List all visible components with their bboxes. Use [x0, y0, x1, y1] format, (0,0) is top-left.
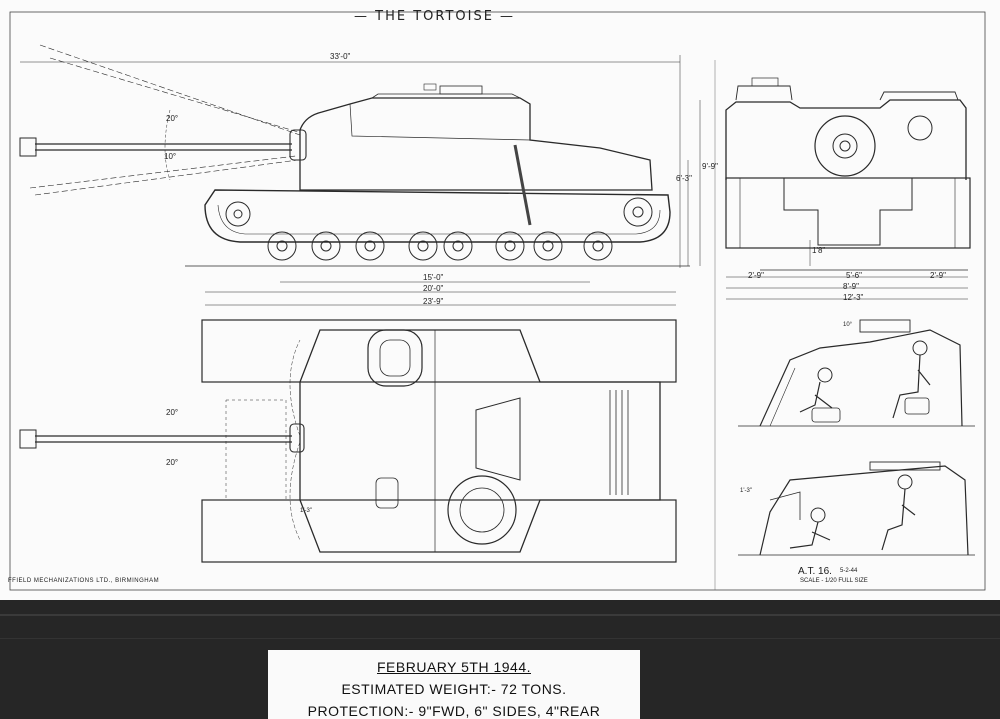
drawing-sheet: — THE TORTOISE — 33'-0" 20° 10° 6'-3" 9'… — [8, 9, 986, 591]
dim-label-overall-width: 12'-3" — [843, 293, 864, 302]
plan-cupola-left — [367, 329, 423, 387]
plan-cupola-right — [447, 475, 517, 545]
drawing-date: 5-2-44 — [840, 568, 858, 574]
technical-drawing — [9, 11, 986, 591]
drawing-scale: SCALE - 1/20 FULL SIZE — [800, 578, 868, 584]
track-run — [204, 189, 671, 243]
side-spring — [513, 144, 532, 226]
caption-card: FEBRUARY 5TH 1944. ESTIMATED WEIGHT:- 72… — [268, 650, 640, 719]
plan-muzzle-brake — [19, 429, 37, 449]
dim-label-track-width-left: 2'-9" — [748, 271, 764, 280]
dim-label-overall-length-gun: 33'-0" — [330, 52, 351, 61]
drawing-frame — [9, 11, 986, 591]
front-tracks — [725, 177, 971, 249]
dim-label-height-hull: 6'-3" — [676, 174, 692, 183]
front-hull — [725, 99, 967, 180]
crew-section-lower — [738, 461, 975, 556]
plan-hull — [299, 329, 661, 553]
plan-mantlet — [289, 423, 305, 453]
elevation-line — [39, 44, 301, 136]
dim-label-traverse-right: 20° — [166, 458, 179, 467]
dim-label-ground-clearance: 1'8" — [812, 246, 826, 255]
front-mantlet — [814, 115, 876, 177]
plan-track-top — [201, 319, 677, 383]
drawing-number: A.T. 16. — [798, 566, 832, 577]
side-cupola — [439, 85, 483, 95]
drawing-title: — THE TORTOISE — — [354, 9, 516, 24]
dim-label-traverse-left: 20° — [166, 408, 179, 417]
dim-label-small-1: 1'-3" — [300, 508, 312, 514]
dim-label-elevation: 20° — [166, 114, 179, 123]
caption-date: FEBRUARY 5TH 1944. — [377, 659, 531, 675]
caption-weight: ESTIMATED WEIGHT:- 72 TONS. — [341, 681, 567, 697]
dim-label-depression: 10° — [164, 152, 177, 161]
side-view — [19, 44, 701, 306]
plan-view — [19, 319, 677, 563]
plan-track-bottom — [201, 499, 677, 563]
dim-label-track-width-right: 2'-9" — [930, 271, 946, 280]
side-hull — [299, 97, 653, 191]
manufacturer-label: FFIELD MECHANIZATIONS LTD., BIRMINGHAM — [8, 578, 160, 584]
dim-label-track-contact: 15'-0" — [423, 273, 444, 282]
front-view — [725, 77, 971, 300]
dim-label-gun-elevation-detail: 10° — [843, 322, 853, 328]
dim-label-hull-inner-width: 5'-6" — [846, 271, 862, 280]
side-muzzle-brake — [19, 137, 37, 157]
dim-label-small-2: 1'-3" — [740, 488, 752, 494]
dim-label-height-overall: 9'-9" — [702, 162, 718, 171]
depression-line — [34, 159, 299, 196]
dim-label-track-centres: 8'-9" — [843, 282, 859, 291]
dim-label-overall-length: 23'-9" — [423, 297, 444, 306]
crew-section-upper — [738, 319, 975, 427]
caption-protection: PROTECTION:- 9"FWD, 6" SIDES, 4"REAR — [307, 703, 601, 719]
dim-label-hull-length: 20'-0" — [423, 284, 444, 293]
front-cupola — [735, 85, 793, 101]
